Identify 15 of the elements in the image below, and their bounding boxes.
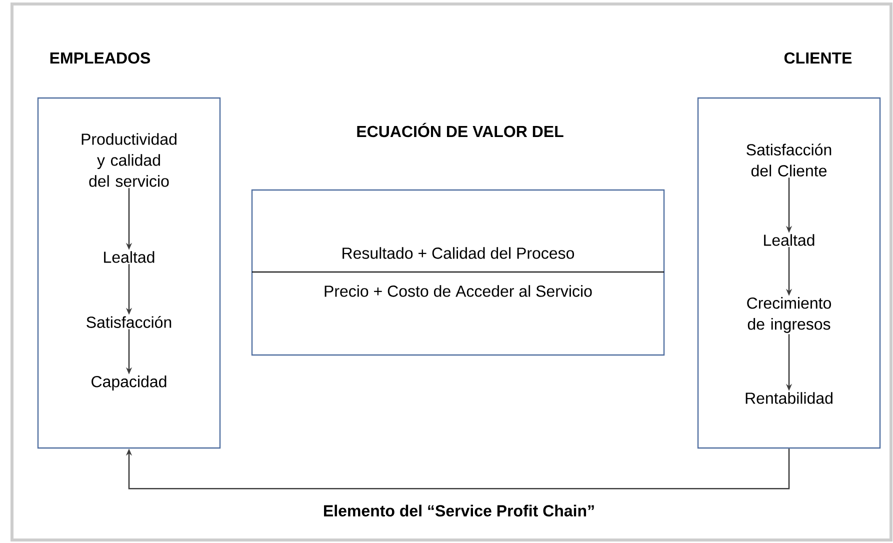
edge-label: Elemento del “Service Profit Chain” <box>324 504 594 516</box>
step-text: Satisfacción del Cliente <box>746 144 832 176</box>
heading: ECUACIÓN DE VALOR DEL <box>357 122 564 138</box>
step-text: Satisfacción <box>86 316 172 328</box>
heading: CLIENTE <box>784 52 852 64</box>
step-text: Crecimiento de ingresos <box>747 297 831 333</box>
denominator: Precio + Costo de Acceder al Servicio <box>324 285 592 297</box>
step-text: Rentabilidad <box>746 392 832 404</box>
heading: EMPLEADOS <box>50 52 150 64</box>
step-text: Lealtad <box>104 251 154 263</box>
return-arrow <box>126 448 790 490</box>
numerator: Resultado + Calidad del Proceso <box>342 247 574 259</box>
step-text: Productividad y calidad del servicio <box>82 133 176 187</box>
step-text: Lealtad <box>764 234 814 246</box>
step-text: Capacidad <box>92 376 166 390</box>
